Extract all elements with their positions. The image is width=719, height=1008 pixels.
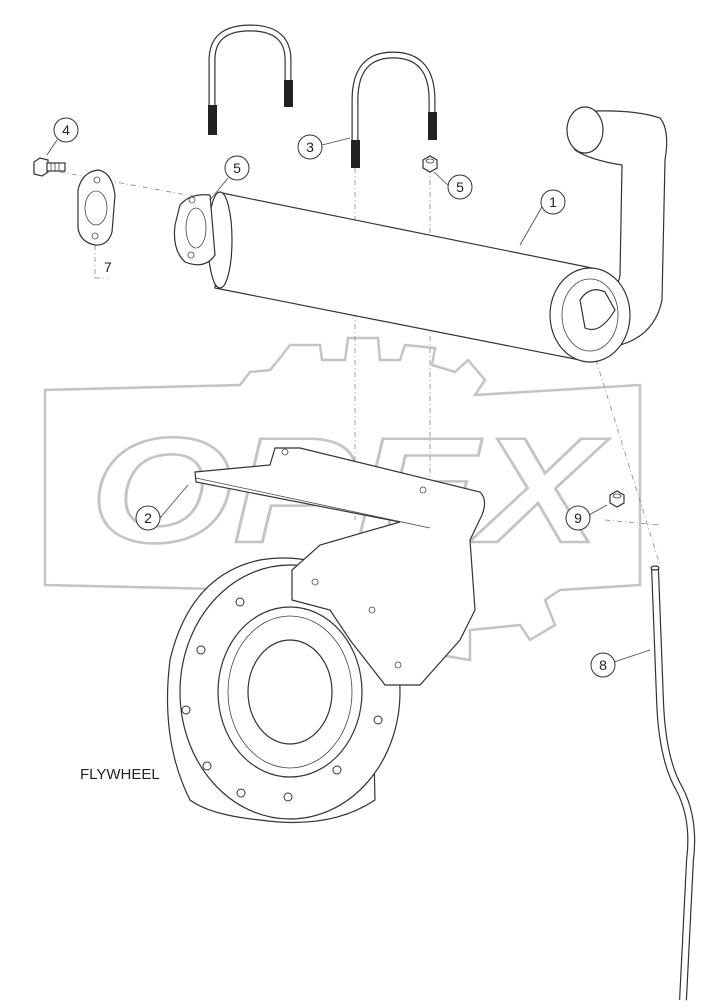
callout-2: 2 [135,484,189,531]
callout-1: 1 [519,189,566,246]
callout-4: 4 [46,117,79,156]
svg-text:4: 4 [62,122,70,138]
flywheel-icon [166,557,401,824]
svg-text:1: 1 [549,194,557,210]
svg-text:2: 2 [144,510,152,526]
muffler-icon [173,106,668,363]
svg-text:5: 5 [233,160,241,176]
svg-text:8: 8 [599,657,607,673]
callout-5-left: 5 [209,155,250,201]
svg-text:5: 5 [456,179,464,195]
svg-text:7: 7 [104,259,112,275]
svg-text:3: 3 [306,139,314,155]
u-bolt-item-3-icon [351,51,437,168]
u-bolt-upper-icon [208,24,293,135]
nut-item-5-icon [422,155,438,173]
svg-text:9: 9 [574,510,582,526]
tube-item-8-icon [650,565,696,1001]
callout-3: 3 [297,134,351,160]
callout-5-right: 5 [433,171,473,200]
callout-8: 8 [590,649,651,678]
nut-item-9-icon [609,490,625,508]
callout-9: 9 [565,504,608,531]
callout-7: 7 [104,259,112,275]
gasket-icon [77,169,116,246]
bracket-icon [194,447,486,686]
flywheel-label: FLYWHEEL [80,766,160,783]
bolt-item-4-icon [33,157,66,177]
